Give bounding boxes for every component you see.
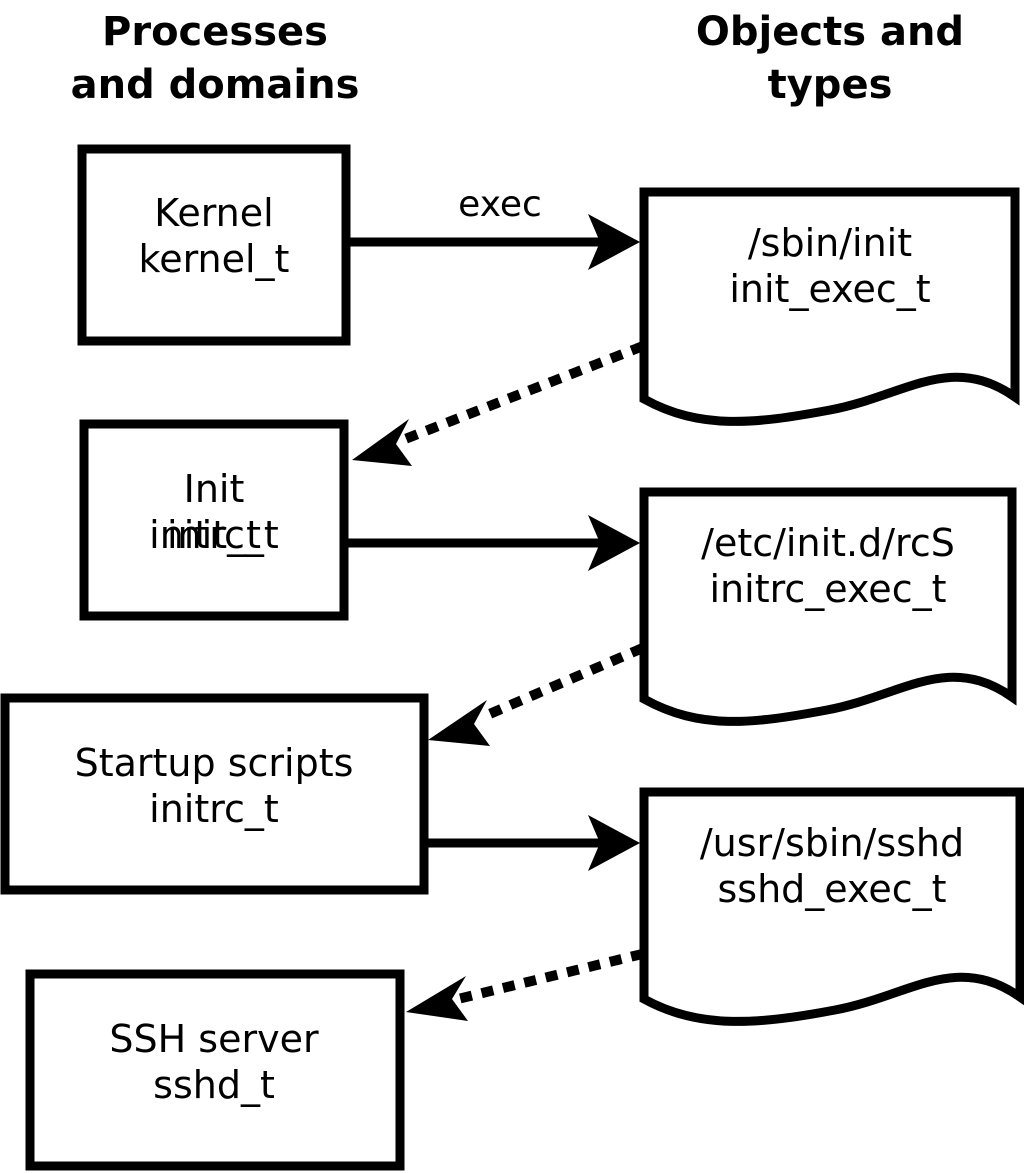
edge-line-initrc_exec-initrc bbox=[471, 643, 645, 726]
edge-label-exec: exec bbox=[458, 184, 542, 225]
object-node-init_exec[interactable]: /sbin/init init_exec_t bbox=[639, 187, 1020, 426]
arrowhead-initrc-sshd_exec bbox=[588, 815, 640, 871]
process-node-sshd-name: SSH server bbox=[109, 1017, 319, 1061]
process-node-init[interactable]: Init initrc_t init_t bbox=[79, 419, 349, 621]
process-node-sshd-box[interactable] bbox=[25, 969, 405, 1171]
process-node-init-type: initrc_t bbox=[149, 513, 279, 557]
column-header-processes-line1: Processes bbox=[102, 9, 328, 55]
object-node-init_exec-type: init_exec_t bbox=[729, 267, 930, 311]
process-node-initrc[interactable]: Startup scripts initrc_t bbox=[0, 693, 429, 895]
column-header-objects: Objects and types bbox=[696, 9, 964, 108]
edge-initrc_exec-transition-initrc bbox=[428, 643, 645, 746]
edge-init-exec-initrc_exec bbox=[348, 515, 640, 571]
object-node-sshd_exec-document[interactable] bbox=[639, 787, 1024, 1026]
process-node-initrc-box[interactable] bbox=[0, 693, 429, 895]
process-node-initrc-type: initrc_t bbox=[149, 787, 279, 831]
edge-line-sshd_exec-sshd bbox=[451, 948, 645, 1006]
object-node-initrc_exec[interactable]: /etc/init.d/rcS initrc_exec_t bbox=[639, 487, 1017, 726]
column-header-processes-line2: and domains bbox=[71, 62, 360, 108]
process-node-sshd[interactable]: SSH server sshd_t bbox=[25, 969, 405, 1171]
edge-line-init_exec-init bbox=[393, 341, 645, 448]
process-node-sshd-type: sshd_t bbox=[153, 1063, 275, 1107]
column-header-objects-line2: types bbox=[768, 62, 893, 108]
arrowhead-initrc_exec-initrc bbox=[428, 700, 490, 746]
arrowhead-init-initrc_exec bbox=[588, 515, 640, 571]
object-node-initrc_exec-document[interactable] bbox=[639, 487, 1017, 726]
object-node-sshd_exec[interactable]: /usr/sbin/sshd sshd_exec_t bbox=[639, 787, 1024, 1026]
object-node-sshd_exec-path: /usr/sbin/sshd bbox=[700, 821, 964, 865]
arrowhead-init_exec-init bbox=[352, 419, 412, 466]
column-header-objects-line1: Objects and bbox=[696, 9, 964, 55]
process-node-init-name: Init bbox=[184, 467, 245, 511]
arrowhead-kernel-init_exec bbox=[588, 214, 640, 270]
arrowhead-sshd_exec-sshd bbox=[406, 976, 468, 1021]
object-node-initrc_exec-type: initrc_exec_t bbox=[710, 567, 947, 611]
column-header-processes: Processes and domains bbox=[71, 9, 360, 108]
edge-init_exec-transition-init bbox=[352, 341, 645, 466]
edge-initrc-exec-sshd_exec bbox=[428, 815, 640, 871]
object-node-sshd_exec-type: sshd_exec_t bbox=[717, 867, 946, 911]
process-node-kernel-name: Kernel bbox=[154, 191, 273, 235]
process-node-kernel-type: kernel_t bbox=[139, 237, 290, 281]
object-node-init_exec-document[interactable] bbox=[639, 187, 1020, 426]
edge-sshd_exec-transition-sshd bbox=[406, 948, 645, 1021]
object-node-initrc_exec-path: /etc/init.d/rcS bbox=[701, 521, 955, 565]
process-node-init-type-value: init_t bbox=[167, 513, 261, 557]
process-node-init-box[interactable] bbox=[79, 419, 349, 621]
edge-kernel-exec-init_exec: exec bbox=[350, 184, 640, 270]
process-node-kernel-box[interactable] bbox=[77, 144, 351, 346]
object-node-init_exec-path: /sbin/init bbox=[748, 221, 912, 265]
process-node-kernel[interactable]: Kernel kernel_t bbox=[77, 144, 351, 346]
process-node-initrc-name: Startup scripts bbox=[75, 741, 354, 785]
